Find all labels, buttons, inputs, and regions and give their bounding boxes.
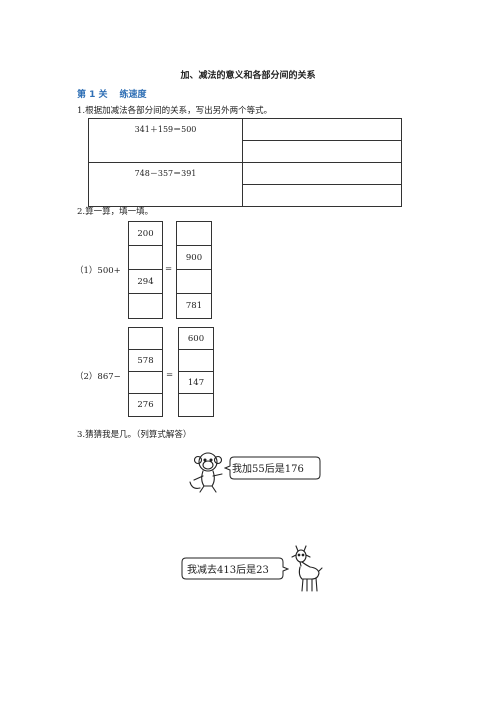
column-cell[interactable] xyxy=(179,394,213,416)
monkey-icon xyxy=(189,452,223,493)
column-cell[interactable] xyxy=(177,270,211,294)
section-header: 第 1 关 练速度 xyxy=(77,87,147,100)
answer-blank[interactable] xyxy=(242,162,402,185)
column-cell[interactable] xyxy=(129,372,162,394)
answer-blank[interactable] xyxy=(242,140,402,163)
equation-cell: 341＋159＝500 xyxy=(88,118,243,163)
right-column: 600 147 xyxy=(178,327,214,417)
section-label: 第 1 关 xyxy=(77,90,108,100)
equals-sign: = xyxy=(165,264,173,274)
column-cell[interactable]: 294 xyxy=(129,270,162,294)
left-column: 578 276 xyxy=(128,327,163,417)
column-cell[interactable]: 276 xyxy=(137,400,154,410)
equation-cell: 748－357＝391 xyxy=(88,162,243,207)
right-column: 900 781 xyxy=(176,221,212,319)
bubble-1-text: 我加55后是176 xyxy=(232,464,304,475)
goat-icon xyxy=(291,545,323,592)
answer-blank[interactable] xyxy=(242,118,402,141)
answer-blank[interactable] xyxy=(242,184,402,207)
problem-2-label: （2）867− xyxy=(75,372,121,382)
column-cell[interactable]: 900 xyxy=(177,246,211,270)
column-cell[interactable]: 200 xyxy=(129,222,162,246)
page-title: 加、减法的意义和各部分间的关系 xyxy=(180,71,316,81)
question-1-prompt: 1.根据加减法各部分间的关系，写出另外两个等式。 xyxy=(77,106,273,116)
question-2-prompt: 2.算一算，填一填。 xyxy=(77,207,154,217)
problem-1-label: （1）500+ xyxy=(75,266,121,276)
left-column: 200 294 xyxy=(128,221,163,319)
equation-table: 341＋159＝500 748－357＝391 xyxy=(88,118,402,207)
equals-sign: = xyxy=(166,370,174,380)
column-cell[interactable]: 781 xyxy=(185,301,203,311)
question-3-prompt: 3.猜猜我是几。（列算式解答） xyxy=(77,430,192,440)
column-cell[interactable] xyxy=(129,328,162,350)
column-cell[interactable] xyxy=(129,294,162,318)
column-cell[interactable] xyxy=(179,350,213,372)
speech-bubble xyxy=(181,557,289,580)
column-cell[interactable]: 578 xyxy=(129,350,162,372)
column-cell[interactable]: 600 xyxy=(179,328,213,350)
column-cell[interactable] xyxy=(129,246,162,270)
column-cell[interactable]: 147 xyxy=(179,372,213,394)
bubble-2-text: 我减去413后是23 xyxy=(187,565,269,576)
column-cell[interactable] xyxy=(177,222,211,246)
section-name: 练速度 xyxy=(119,90,147,100)
speech-bubble xyxy=(224,456,321,480)
